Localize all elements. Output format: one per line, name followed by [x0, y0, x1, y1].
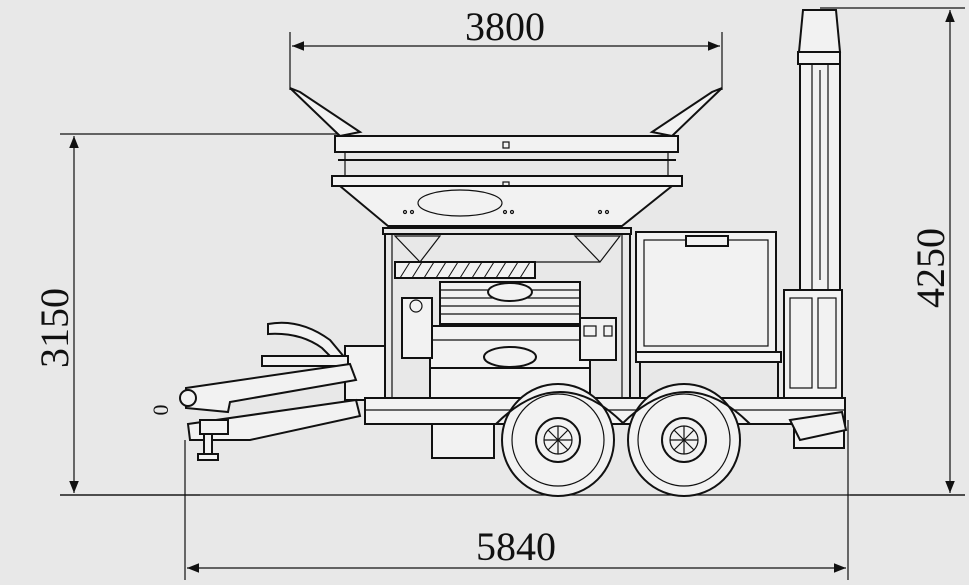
drawbar: 0: [148, 321, 362, 461]
hopper: [289, 87, 723, 227]
storage-box: [635, 231, 782, 400]
hatched-plate: [394, 261, 536, 279]
frame: [382, 227, 632, 400]
fender: [495, 391, 625, 425]
wheel-front: [501, 383, 615, 497]
hitch-label: 0: [148, 405, 173, 416]
fender-rear: [621, 391, 751, 425]
dimension-label-5840: 5840: [476, 524, 556, 569]
dimension-label-4250: 4250: [908, 228, 953, 308]
dimension-hopper-height: 3150: [32, 133, 345, 496]
dimension-label-3150: 3150: [32, 288, 77, 368]
dimension-overall-length: 5840: [184, 420, 849, 580]
mill-unit: [401, 281, 617, 399]
elevator-column: [783, 9, 843, 401]
dimension-overall-height: 4250: [820, 7, 965, 496]
wheel-rear: [627, 383, 741, 497]
dimension-hopper-width: 3800: [289, 4, 723, 90]
hopper-inspection-window: [417, 189, 503, 217]
dimension-label-3800: 3800: [465, 4, 545, 49]
